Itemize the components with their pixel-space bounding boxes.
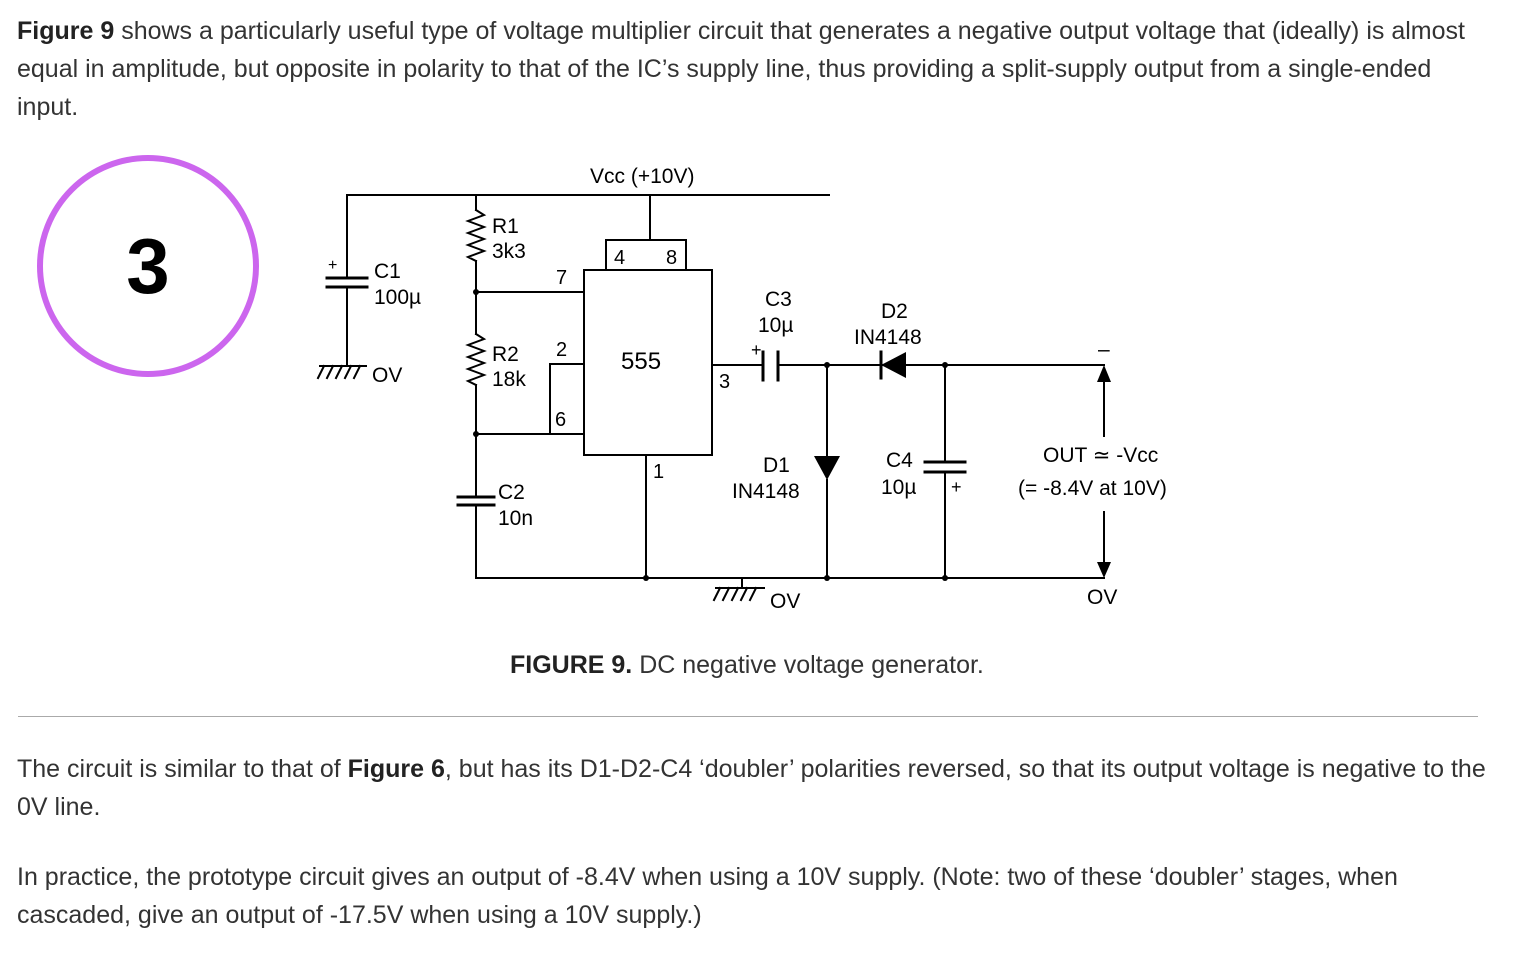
c3-name: C3	[765, 288, 792, 311]
intro-paragraph: Figure 9 shows a particularly useful typ…	[17, 12, 1487, 126]
figure-6-reference: Figure 6	[347, 755, 445, 783]
pin2-wire	[549, 363, 585, 435]
ic-555-label: 555	[621, 348, 661, 375]
ground-right-label: OV	[1087, 586, 1117, 609]
junction-dot	[824, 575, 830, 581]
ground-left-symbol	[316, 364, 367, 380]
d1-name: D1	[763, 454, 790, 477]
step-number-badge: 3	[37, 155, 259, 377]
p2-text-after: , but has its D1-D2-C4 ‘doubler’ polarit…	[17, 755, 1486, 821]
out-arrowhead-top	[1097, 365, 1111, 382]
r1-name: R1	[492, 215, 519, 238]
pin-1: 1	[653, 461, 664, 483]
pin-8: 8	[666, 247, 677, 269]
out-minus: –	[1098, 338, 1110, 361]
ground-mid-label: OV	[770, 590, 800, 613]
circuit-schematic: Vcc (+10V) R1 3k3 + C1 100µ OV 7 R2 18k …	[316, 165, 1167, 613]
c2-plates	[456, 495, 496, 507]
c4-name: C4	[886, 449, 913, 472]
junction-dot	[942, 362, 948, 368]
c4-plus: +	[951, 477, 962, 497]
d2-triangle	[881, 352, 906, 378]
junction-dot	[643, 575, 649, 581]
ground-left-label: OV	[372, 364, 402, 387]
pin-4: 4	[614, 247, 625, 269]
pin-7: 7	[556, 267, 567, 289]
pin-3: 3	[719, 371, 730, 393]
vcc-label: Vcc (+10V)	[590, 165, 694, 188]
junction-dot	[473, 289, 479, 295]
intro-text: shows a particularly useful type of volt…	[17, 17, 1465, 121]
c2-value: 10n	[498, 507, 533, 530]
ground-mid-symbol	[712, 577, 765, 602]
junction-dot	[942, 575, 948, 581]
out-label: OUT ≃ -Vcc	[1043, 444, 1158, 467]
c1-value: 100µ	[374, 286, 421, 309]
node-pin2-6	[475, 384, 585, 435]
node-pin7	[475, 260, 585, 293]
figure-caption: FIGURE 9. DC negative voltage generator.	[510, 648, 984, 682]
p2-text-before: The circuit is similar to that of	[17, 755, 348, 783]
section-divider	[18, 716, 1478, 717]
c3-plus: +	[751, 340, 762, 360]
r2-name: R2	[492, 343, 519, 366]
junction-dot	[473, 431, 479, 437]
r2-value: 18k	[492, 368, 526, 391]
practice-paragraph: In practice, the prototype circuit gives…	[17, 863, 1398, 929]
pin-2: 2	[556, 339, 567, 361]
out-arrowhead-bottom	[1097, 562, 1111, 578]
pin-6: 6	[555, 409, 566, 431]
d1-triangle	[814, 456, 840, 480]
ic-pin-box	[605, 239, 687, 271]
c1-plus: +	[328, 257, 337, 274]
r1-value: 3k3	[492, 240, 526, 263]
c3-plates	[761, 350, 780, 382]
c2-name: C2	[498, 481, 525, 504]
c1-plates	[325, 276, 369, 289]
c4-value: 10µ	[881, 476, 916, 499]
r1-zigzag	[465, 208, 487, 263]
c3-value: 10µ	[758, 314, 793, 337]
d2-name: D2	[881, 300, 908, 323]
d2-value: IN4148	[854, 326, 922, 349]
figure-reference: Figure 9	[17, 17, 115, 45]
c4-plates	[923, 460, 967, 474]
explanation-paragraph: The circuit is similar to that of Figure…	[17, 750, 1487, 826]
junction-dot	[824, 362, 830, 368]
d1-value: IN4148	[732, 480, 800, 503]
caption-label: FIGURE 9.	[510, 651, 633, 679]
out-value: (= -8.4V at 10V)	[1018, 477, 1167, 500]
r2-zigzag	[465, 332, 487, 387]
caption-text: DC negative voltage generator.	[632, 651, 984, 679]
c1-name: C1	[374, 260, 401, 283]
